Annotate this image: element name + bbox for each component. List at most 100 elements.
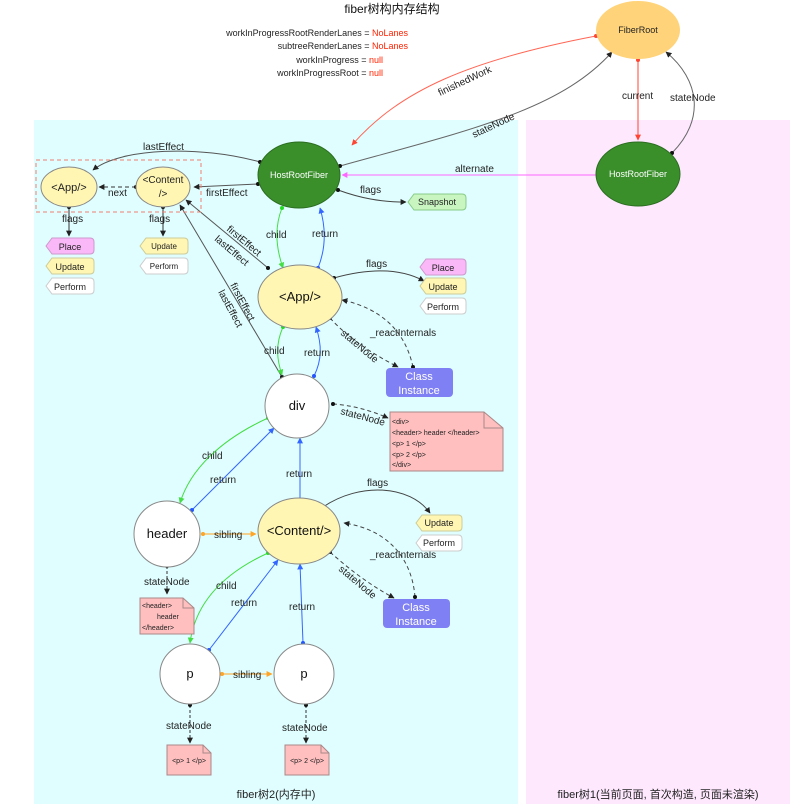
edge-label-state-node-p2: stateNode xyxy=(282,723,328,734)
tag-snapshot: Snapshot xyxy=(407,193,467,211)
svg-text:Perform: Perform xyxy=(423,538,455,548)
svg-text:workInProgress = null: workInProgress = null xyxy=(295,55,383,65)
class-instance-content-line1: Class xyxy=(402,602,430,614)
app-fiber-node[interactable]: <App/> xyxy=(257,264,343,330)
fiber-root-node[interactable]: FiberRoot xyxy=(596,1,680,59)
edge-react-internals-content xyxy=(343,520,417,599)
header-fiber-label: header xyxy=(147,526,188,541)
svg-text:Place: Place xyxy=(432,263,455,273)
svg-text:subtreeRenderLanes = NoLanes: subtreeRenderLanes = NoLanes xyxy=(278,41,409,51)
edge-flags-app xyxy=(332,270,425,282)
svg-text:Update: Update xyxy=(428,282,457,292)
edge-return-p2-content xyxy=(297,563,305,645)
edge-label-first-effect-root: firstEffect xyxy=(206,188,248,199)
tag-place-app: Place xyxy=(419,258,467,276)
svg-text:Perform: Perform xyxy=(427,302,459,312)
edge-label-last-effect-root: lastEffect xyxy=(143,142,184,153)
doc-div-dom: <div> <header> header </header> <p> 1 </… xyxy=(389,411,504,472)
p1-fiber-node[interactable]: p xyxy=(159,643,221,705)
edge-return-header-div xyxy=(190,427,275,512)
host-root-fiber-wip-label: HostRootFiber xyxy=(270,170,328,180)
edge-state-node-current-root xyxy=(665,51,695,155)
svg-text:Perform: Perform xyxy=(150,262,179,271)
tag-update-effect-app: Update xyxy=(45,257,95,275)
edge-label-finished-work: finishedWork xyxy=(437,64,495,99)
svg-text:header: header xyxy=(157,614,179,621)
global-name: workInProgressRootRenderLanes xyxy=(225,28,362,38)
edge-flags-content xyxy=(321,489,431,514)
class-instance-app[interactable]: Class Instance xyxy=(386,368,453,397)
global-value: NoLanes xyxy=(372,41,409,51)
edge-label-alternate: alternate xyxy=(455,164,494,175)
svg-text:<p> 1 </p>: <p> 1 </p> xyxy=(172,758,206,765)
content-fiber-node[interactable]: <Content/> xyxy=(257,497,341,565)
edge-label-sibling-p1-p2: sibling xyxy=(233,670,261,681)
tag-perform-effect-content: Perform xyxy=(139,257,189,275)
svg-text:workInProgressRoot = null: workInProgressRoot = null xyxy=(276,68,383,78)
edge-child-app-div xyxy=(277,325,285,376)
svg-text:Perform: Perform xyxy=(54,282,86,292)
host-root-fiber-current-label: HostRootFiber xyxy=(609,169,667,179)
edge-react-internals-app xyxy=(341,298,415,369)
header-fiber-node[interactable]: header xyxy=(133,500,201,568)
svg-text:</div>: </div> xyxy=(392,462,411,469)
edge-label-child-app-div: child xyxy=(264,346,285,357)
edge-child-root-app xyxy=(276,206,285,269)
effect-content-label-2: /> xyxy=(159,189,168,200)
effect-app-label: <App/> xyxy=(51,182,86,194)
effect-content-node[interactable]: <Content /> xyxy=(135,166,191,208)
edge-flags-snapshot xyxy=(336,188,407,205)
edge-label-react-internals-content: _reactInternals xyxy=(369,550,436,561)
edge-label-current: current xyxy=(622,91,653,102)
class-instance-content-line2: Instance xyxy=(395,616,437,628)
global-name: workInProgress xyxy=(295,55,359,65)
tag-perform-effect-app: Perform xyxy=(45,277,95,295)
svg-text:<p> 2 </p>: <p> 2 </p> xyxy=(392,452,426,459)
tag-update-content: Update xyxy=(415,514,463,532)
edge-state-node-wip-root xyxy=(338,51,613,168)
tag-update-app: Update xyxy=(419,277,467,295)
svg-text:Update: Update xyxy=(424,518,453,528)
svg-text:Update: Update xyxy=(151,242,177,251)
edge-label-child-root-app: child xyxy=(266,230,287,241)
tag-perform-content: Perform xyxy=(415,534,463,552)
edge-last-effect-root xyxy=(92,150,262,171)
edge-return-div-app xyxy=(312,326,321,378)
svg-text:<div>: <div> xyxy=(392,419,409,426)
svg-text:workInProgressRootRenderLanes: workInProgressRootRenderLanes = NoLanes xyxy=(225,28,408,38)
edge-label-return-p2-content: return xyxy=(289,602,315,613)
div-fiber-node[interactable]: div xyxy=(264,373,330,439)
edge-label-child-div-header: child xyxy=(202,451,223,462)
current-tree-region xyxy=(526,120,790,804)
edge-label-return-content-div: return xyxy=(286,469,312,480)
edge-return-app-root xyxy=(316,207,325,270)
svg-text:<header>: <header> xyxy=(142,603,172,610)
host-root-fiber-current[interactable]: HostRootFiber xyxy=(595,141,681,207)
edge-label-return-div-app: return xyxy=(304,348,330,359)
effect-app-node[interactable]: <App/> xyxy=(40,166,98,208)
edge-label-flags-effect-app: flags xyxy=(62,214,83,225)
p2-fiber-node[interactable]: p xyxy=(273,643,335,705)
edge-label-return-p1-content: return xyxy=(231,598,257,609)
svg-text:Update: Update xyxy=(55,262,84,272)
wip-tree-caption: fiber树2(内存中) xyxy=(237,787,316,801)
edge-label-flags-effect-content: flags xyxy=(149,214,170,225)
div-fiber-label: div xyxy=(289,398,306,413)
class-instance-content[interactable]: Class Instance xyxy=(383,599,450,628)
edge-label-state-node-current-root: stateNode xyxy=(670,93,716,104)
globals-panel: workInProgressRootRenderLanes = NoLanes … xyxy=(225,28,408,78)
tag-place-effect-app: Place xyxy=(45,237,95,255)
edge-label-flags-root: flags xyxy=(360,185,381,196)
svg-text:<p> 2 </p>: <p> 2 </p> xyxy=(290,758,324,765)
edge-label-return-app-root: return xyxy=(312,229,338,240)
class-instance-app-line2: Instance xyxy=(398,385,440,397)
fiber-root-label: FiberRoot xyxy=(618,25,658,35)
edge-label-child-content-p1: child xyxy=(216,581,237,592)
host-root-fiber-wip[interactable]: HostRootFiber xyxy=(257,141,341,209)
global-value: null xyxy=(369,55,383,65)
global-value: NoLanes xyxy=(372,28,409,38)
edge-label-flags-content: flags xyxy=(367,478,388,489)
svg-text:</header>: </header> xyxy=(142,625,174,632)
edge-label-state-node-header: stateNode xyxy=(144,577,190,588)
